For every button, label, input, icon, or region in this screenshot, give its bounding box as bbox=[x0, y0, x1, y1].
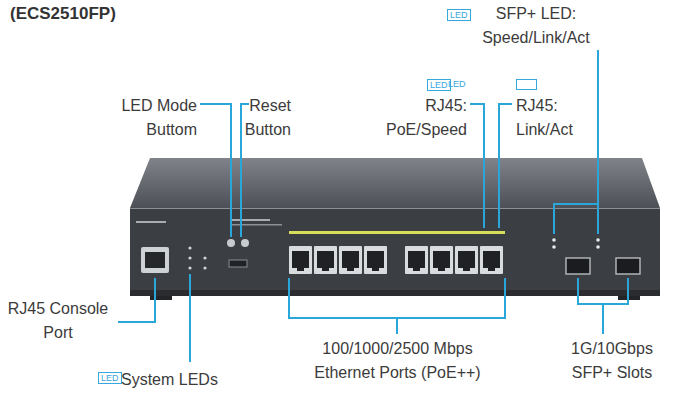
sfp-led bbox=[596, 238, 600, 242]
leader-line bbox=[597, 50, 599, 234]
console-socket bbox=[145, 252, 165, 268]
console-port bbox=[141, 247, 169, 273]
leader-line bbox=[118, 278, 155, 322]
sfp-slot bbox=[616, 258, 640, 274]
system-led bbox=[203, 256, 206, 259]
led-badge: LED bbox=[427, 79, 451, 91]
callout-label: 1G/10Gbps SFP+ Slots bbox=[557, 337, 667, 385]
callout-label: SFP+ LED: Speed/Link/Act bbox=[466, 2, 606, 50]
system-led bbox=[203, 266, 206, 269]
ethernet-port bbox=[339, 246, 362, 274]
leader-line bbox=[554, 204, 598, 234]
ethernet-port bbox=[314, 246, 337, 274]
model-mark bbox=[230, 219, 270, 221]
ethernet-port bbox=[480, 246, 503, 274]
leader-line bbox=[470, 104, 484, 228]
model-mark bbox=[230, 224, 282, 226]
callout-label: System LEDs bbox=[121, 368, 218, 392]
figure-title: (ECS2510FP) bbox=[10, 4, 116, 24]
callout-label: LED Mode Buttom bbox=[97, 94, 197, 142]
sfp-led bbox=[596, 245, 600, 249]
badge-text: LED bbox=[99, 373, 121, 383]
leader-line bbox=[200, 104, 231, 237]
callout-label: RJ45: Link/Act bbox=[516, 94, 596, 142]
led-tag: LED bbox=[448, 78, 466, 90]
sfp-led bbox=[552, 245, 556, 249]
system-led bbox=[188, 266, 191, 269]
switch-front bbox=[130, 208, 660, 292]
switch-edge bbox=[130, 208, 660, 209]
system-led bbox=[188, 246, 191, 249]
led-mode-button bbox=[227, 239, 235, 247]
sfp-slot bbox=[566, 258, 590, 274]
leader-line bbox=[396, 318, 398, 334]
led-badge: LED bbox=[447, 9, 471, 21]
ethernet-port bbox=[455, 246, 478, 274]
ethernet-port bbox=[289, 246, 312, 274]
bracket-line bbox=[289, 278, 505, 318]
empty-badge bbox=[517, 80, 537, 90]
callout-label: 100/1000/2500 Mbps Ethernet Ports (PoE++… bbox=[300, 337, 495, 385]
brand-mark bbox=[136, 221, 166, 223]
callout-label: RJ45 Console Port bbox=[3, 297, 113, 345]
badge-text: LED bbox=[428, 80, 450, 90]
reset-button bbox=[241, 239, 249, 247]
callout-label: RJ45: PoE/Speed bbox=[372, 94, 467, 142]
callout-label: Reset Button bbox=[221, 94, 291, 142]
switch-top bbox=[130, 158, 660, 208]
bracket-line bbox=[578, 278, 628, 304]
leader-line bbox=[499, 104, 512, 228]
ethernet-port bbox=[364, 246, 387, 274]
leader-line bbox=[602, 304, 604, 334]
leader-line bbox=[189, 274, 191, 362]
switch-base bbox=[130, 290, 660, 296]
badge-text: LED bbox=[448, 10, 470, 20]
system-led bbox=[188, 256, 191, 259]
ethernet-port bbox=[405, 246, 428, 274]
mode-switch bbox=[229, 260, 247, 267]
led-badge: LED bbox=[98, 372, 122, 384]
led-strip bbox=[289, 231, 505, 234]
switch-foot bbox=[150, 296, 172, 300]
ethernet-port bbox=[430, 246, 453, 274]
sfp-led bbox=[552, 238, 556, 242]
